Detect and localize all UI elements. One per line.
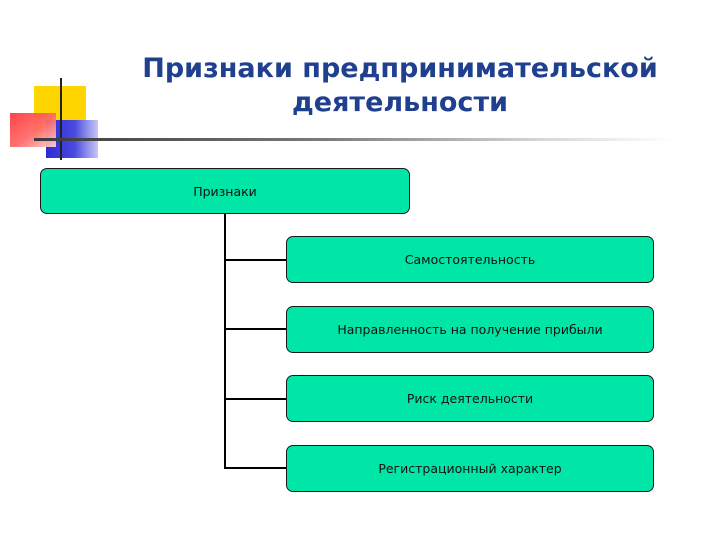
branch-connector-4 [224,467,286,469]
child-node-registration: Регистрационный характер [286,445,654,492]
decor-red-square [10,113,56,147]
child-node-autonomy: Самостоятельность [286,236,654,283]
slide-title: Признаки предпринимательской деятельност… [100,52,700,120]
child-node-label: Направленность на получение прибыли [337,322,603,337]
child-node-label: Риск деятельности [406,391,534,406]
branch-connector-3 [224,398,286,400]
child-node-profit-orientation: Направленность на получение прибыли [286,306,654,353]
trunk-connector [224,214,226,468]
branch-connector-1 [224,259,286,261]
root-node-label: Признаки [193,183,257,199]
root-node: Признаки [40,168,410,214]
child-node-label: Самостоятельность [404,252,536,267]
child-node-risk: Риск деятельности [286,375,654,422]
slide-title-line-1: Признаки предпринимательской [142,53,658,84]
slide-title-line-2: деятельности [291,87,509,118]
branch-connector-2 [224,328,286,330]
child-node-label: Регистрационный характер [378,461,562,476]
title-underline [34,138,674,141]
decor-vertical-line [60,78,62,160]
